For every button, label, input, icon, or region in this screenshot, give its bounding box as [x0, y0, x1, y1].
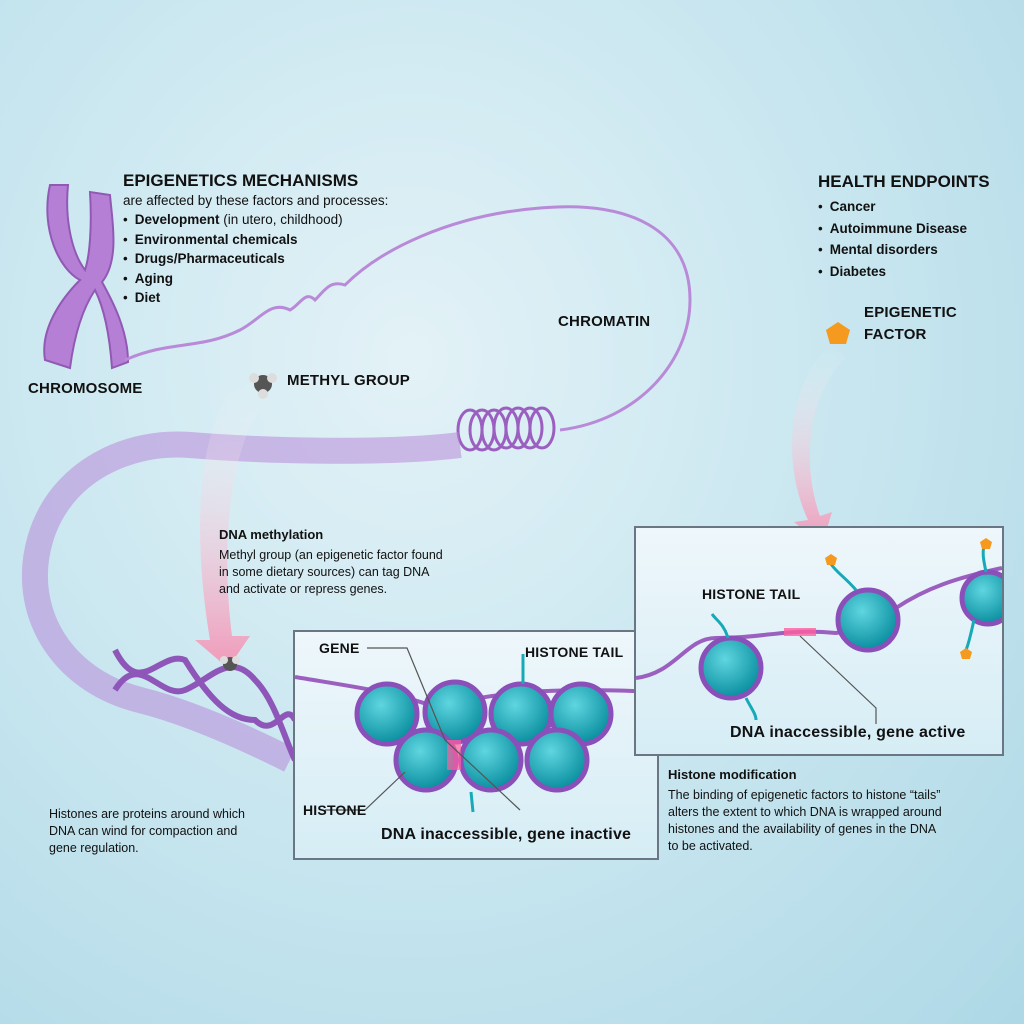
chromosome-shape	[43, 184, 130, 370]
methylation-heading: DNA methylation	[219, 527, 324, 542]
dna-double-helix	[112, 648, 298, 762]
health-item: Mental disorders	[818, 239, 1018, 261]
histone-label: HISTONE	[303, 802, 367, 818]
methylation-description: DNA methylation Methyl group (an epigene…	[219, 526, 499, 598]
histone-tail-label-right: HISTONE TAIL	[702, 586, 801, 602]
modification-description: Histone modification The binding of epig…	[668, 766, 998, 855]
chromatin-fiber	[21, 431, 462, 772]
gene-active-label: DNA inaccessible, gene active	[730, 724, 966, 741]
mechanisms-subtitle: are affected by these factors and proces…	[123, 193, 389, 208]
factor-arrow	[792, 345, 846, 545]
health-list: Cancer Autoimmune Disease Mental disorde…	[818, 196, 1018, 282]
mechanisms-list: Development (in utero, childhood) Enviro…	[123, 210, 453, 308]
histone-tail-label-center: HISTONE TAIL	[525, 644, 624, 660]
health-item: Diabetes	[818, 261, 1018, 283]
nucleosome-cluster	[295, 647, 657, 813]
active-panel: HISTONE TAIL DNA inaccessible, gene acti…	[634, 526, 1004, 756]
mechanism-item: Diet	[123, 288, 453, 308]
health-block: HEALTH ENDPOINTS Cancer Autoimmune Disea…	[818, 172, 1018, 282]
chromosome-label: CHROMOSOME	[28, 380, 143, 397]
open-chromatin	[636, 538, 1002, 724]
health-item: Cancer	[818, 196, 1018, 218]
chromatin-label: CHROMATIN	[558, 313, 651, 330]
methyl-group-label: METHYL GROUP	[287, 372, 410, 389]
health-item: Autoimmune Disease	[818, 218, 1018, 240]
inactive-panel: GENE HISTONE TAIL HISTONE DNA inaccessib…	[293, 630, 659, 860]
health-title: HEALTH ENDPOINTS	[818, 172, 990, 191]
mechanism-item: Aging	[123, 269, 453, 289]
epigenetic-factor-icon	[826, 322, 850, 344]
mechanism-item: Drugs/Pharmaceuticals	[123, 249, 453, 269]
methyl-arrow	[195, 380, 270, 668]
mechanisms-title: EPIGENETICS MECHANISMS	[123, 171, 359, 190]
mechanisms-block: EPIGENETICS MECHANISMS are affected by t…	[123, 171, 453, 308]
gene-inactive-label: DNA inaccessible, gene inactive	[381, 826, 632, 843]
mechanism-item: Environmental chemicals	[123, 230, 453, 250]
gene-label: GENE	[319, 640, 360, 656]
modification-heading: Histone modification	[668, 767, 797, 782]
mechanism-item: Development (in utero, childhood)	[123, 210, 453, 230]
chromatin-coil	[456, 406, 556, 452]
methyl-molecule-icon	[220, 373, 277, 671]
